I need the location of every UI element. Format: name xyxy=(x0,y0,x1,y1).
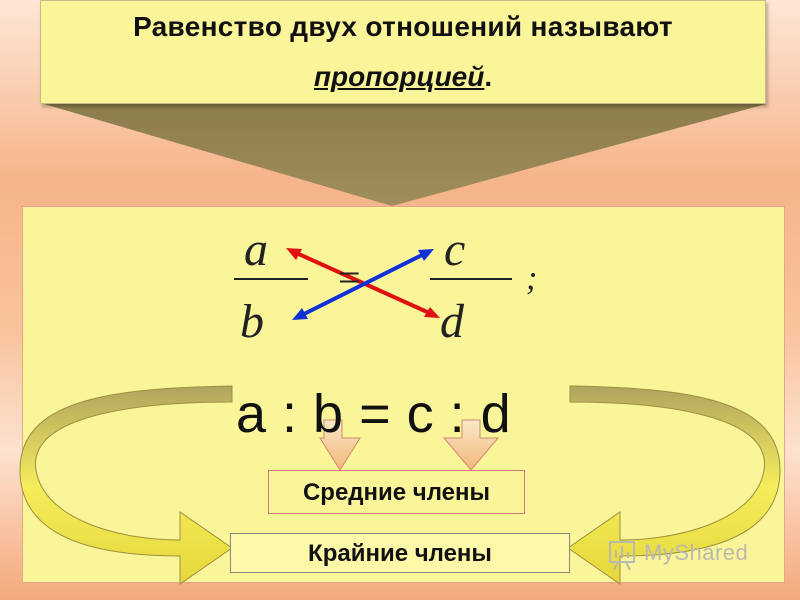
red-arrowhead-end xyxy=(424,307,440,318)
blue-arrowhead-end xyxy=(292,308,308,320)
blue-arrow-line xyxy=(295,249,431,320)
myshared-logo-icon xyxy=(609,541,635,571)
proportion-formula: a : b = c : d xyxy=(236,384,512,444)
fraction-semicolon: ; xyxy=(526,260,538,297)
fraction-equals: = xyxy=(338,255,361,300)
title-line2: пропорцией. xyxy=(41,61,765,93)
left-curved-arrow xyxy=(19,385,233,585)
left-numerator: a xyxy=(244,223,268,276)
title-box: Равенство двух отношений называют пропор… xyxy=(40,0,766,104)
left-denominator: b xyxy=(240,295,264,348)
title-term: пропорцией xyxy=(313,61,485,92)
watermark-text: MyShared xyxy=(644,540,749,565)
red-arrowhead-start xyxy=(286,248,302,260)
title-line1: Равенство двух отношений называют xyxy=(133,11,673,42)
right-numerator: c xyxy=(444,223,466,276)
funnel-shape xyxy=(44,104,766,206)
middle-terms-label: Средние члены xyxy=(268,470,525,514)
small-down-arrow-right xyxy=(442,419,500,471)
extreme-terms-label: Крайние члены xyxy=(230,533,570,573)
title-end: . xyxy=(484,61,493,92)
right-curved-arrow xyxy=(567,385,781,585)
blue-arrowhead-start xyxy=(418,249,434,261)
small-down-arrow-left xyxy=(319,419,361,471)
right-denominator: d xyxy=(440,295,464,348)
